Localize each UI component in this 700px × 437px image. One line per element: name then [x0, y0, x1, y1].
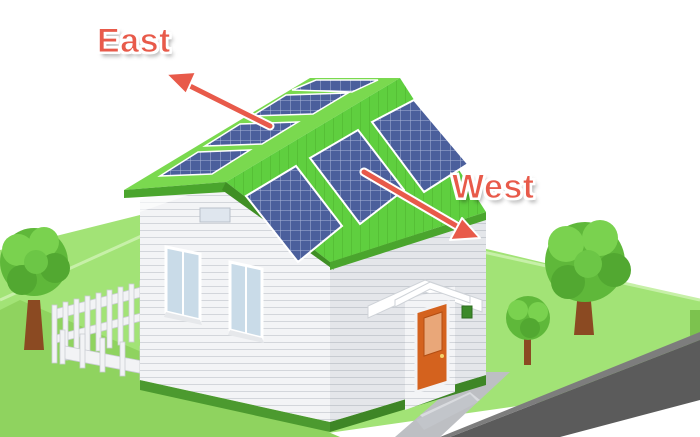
- shrub-small: [506, 296, 550, 365]
- front-door: [414, 299, 450, 395]
- arrow-up-left-icon: [165, 71, 275, 131]
- solar-panels-west: [244, 98, 470, 264]
- solar-panels-east: [157, 79, 379, 177]
- wall-lamp: [461, 305, 473, 319]
- tree-right: [545, 220, 631, 335]
- arrow-down-right-icon: [359, 167, 481, 241]
- east-label: East: [97, 22, 171, 60]
- window-left-2: [228, 260, 264, 343]
- attic-vent: [199, 207, 231, 223]
- window-left-1: [164, 245, 202, 325]
- west-label: West: [452, 168, 535, 206]
- tree-left: [0, 227, 70, 350]
